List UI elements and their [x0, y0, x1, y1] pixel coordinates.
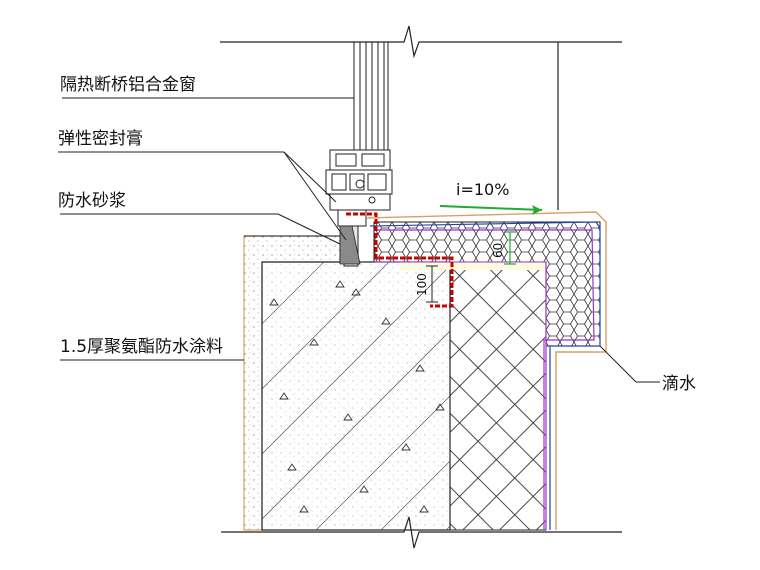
dimension-60 — [504, 231, 516, 265]
label-sealant: 弹性密封膏 — [58, 128, 143, 149]
bottom-break-line — [221, 516, 622, 549]
slope-label: i=10% — [456, 180, 509, 199]
sealant-wedge — [339, 225, 361, 265]
slope-indicator: i=10% — [439, 180, 543, 215]
concrete-wall — [261, 261, 451, 531]
label-drip: 滴水 — [662, 374, 696, 394]
dimension-100 — [426, 265, 438, 303]
dimension-100-label: 100 — [415, 273, 429, 296]
insulation-board — [449, 261, 547, 531]
leader-lines — [58, 97, 660, 383]
sill-finish-layers — [365, 211, 607, 530]
waterproof-membrane — [346, 212, 454, 308]
label-mortar: 防水砂浆 — [58, 191, 126, 211]
dimension-60-label: 60 — [491, 243, 505, 258]
top-break-line — [220, 25, 622, 59]
label-coating: 1.5厚聚氨酯防水涂料 — [60, 337, 223, 357]
label-window: 隔热断桥铝合金窗 — [60, 75, 196, 95]
